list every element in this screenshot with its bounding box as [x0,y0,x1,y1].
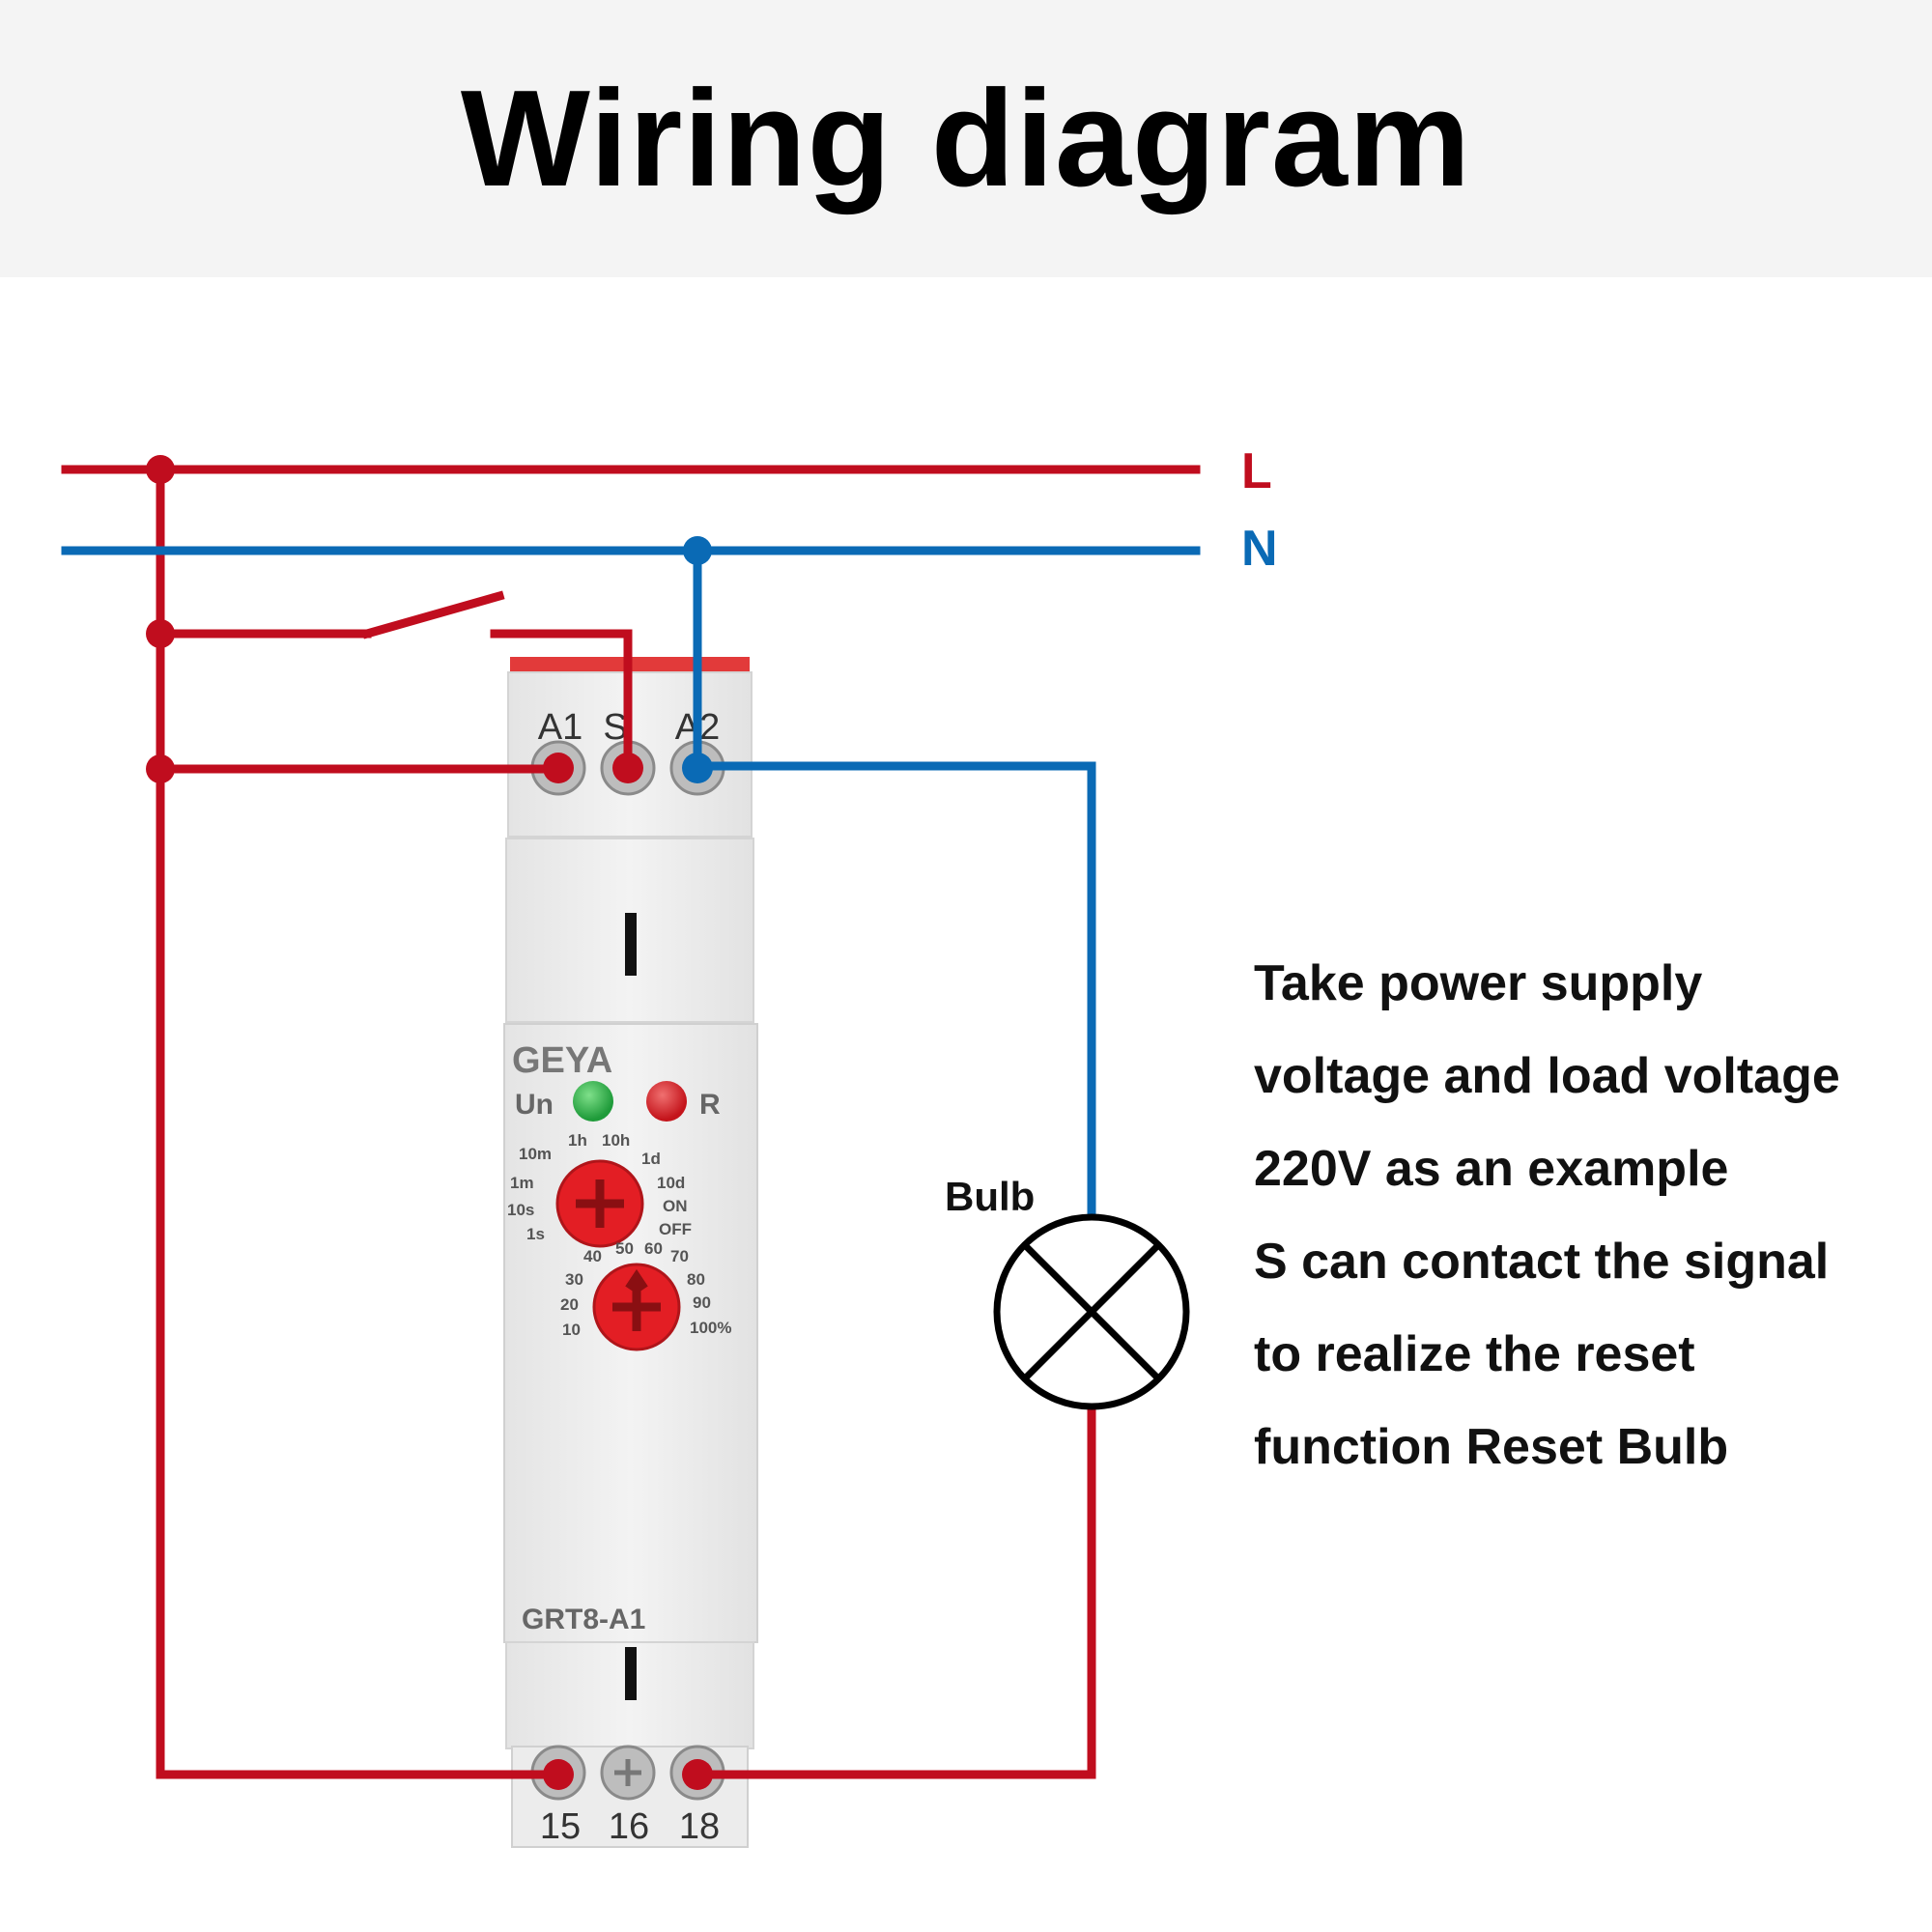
range-label-1d: 1d [641,1150,661,1168]
live-trunk-wire [156,465,563,1779]
terminal-dot-18 [682,1759,713,1790]
percent-label-60: 60 [644,1239,663,1258]
range-knob-cross-icon [576,1179,624,1228]
bulb-symbol [993,1213,1190,1410]
switch-to-s-wire [490,629,633,773]
range-label-1m: 1m [510,1174,534,1192]
percent-label-90: 90 [693,1293,711,1312]
led-green-icon [573,1081,613,1122]
percent-label-20: 20 [560,1295,579,1314]
live-line-label: L [1241,443,1272,499]
percent-label-50: 50 [615,1239,634,1258]
percent-knob-arrow-icon [612,1268,661,1331]
range-label-10s: 10s [507,1201,534,1219]
terminal-label-18: 18 [679,1806,720,1847]
range-knob: 10m 1h 10h 1d 10d ON OFF 1s 10s 1m [507,1131,692,1248]
terminal-dot-s [612,753,643,783]
page-title: Wiring diagram [460,61,1472,215]
indicator-label-r: R [699,1089,721,1121]
percent-knob: 40 50 60 70 80 90 100% 10 20 30 [560,1239,731,1351]
load-return-wire [693,1404,1096,1779]
junction-dot-neutral [683,536,712,565]
description-line-3: 220V as an example [1254,1141,1729,1197]
description-line-5: to realize the reset [1254,1326,1695,1382]
range-label-1s: 1s [526,1225,545,1243]
percent-label-80: 80 [687,1270,705,1289]
bottom-terminal-screws [530,1745,725,1801]
terminal-dot-a1 [543,753,574,783]
neutral-line-label: N [1241,521,1278,577]
junction-dots [146,455,713,1790]
live-wiring [61,465,1201,1779]
brand-logo: GEYA [512,1040,612,1081]
percent-label-70: 70 [670,1247,689,1265]
terminal-dot-a2 [682,753,713,783]
screw-16-cross [614,1759,641,1786]
header-banner: Wiring diagram [0,0,1932,277]
range-label-10h: 10h [602,1131,630,1150]
bulb-label: Bulb [945,1174,1035,1219]
model-label: GRT8-A1 [522,1604,645,1635]
percent-label-40: 40 [583,1247,602,1265]
description-line-6: function Reset Bulb [1254,1419,1729,1475]
led-red-icon [646,1081,687,1122]
junction-dot-a1-feed [146,754,175,783]
range-label-off: OFF [659,1220,692,1238]
description-line-1: Take power supply [1254,955,1703,1011]
percent-label-100: 100% [690,1319,731,1337]
indicator-label-un: Un [515,1089,554,1121]
terminal-label-s: S [603,707,627,748]
relay-slot-lower [625,1647,637,1700]
junction-dot-switch [146,619,175,648]
range-label-1h: 1h [568,1131,587,1150]
range-label-10d: 10d [657,1174,685,1192]
relay-slot-upper [625,913,637,976]
description-line-2: voltage and load voltage [1254,1048,1840,1104]
terminal-label-a1: A1 [538,707,582,748]
bulb-cross-icon [1022,1242,1161,1381]
description-text: Take power supply voltage and load volta… [1254,937,1920,1493]
terminal-label-15: 15 [540,1806,581,1847]
percent-label-30: 30 [565,1270,583,1289]
range-label-on: ON [663,1197,688,1215]
description-line-4: S can contact the signal [1254,1234,1830,1290]
terminal-dot-15 [543,1759,574,1790]
timer-relay: A1 S A2 15 16 18 GEYA Un R 10m 1h 10h 1d… [503,657,758,1848]
range-label-10m: 10m [519,1145,552,1163]
switch-lever [361,590,505,639]
a2-to-bulb-wire [693,761,1096,1222]
junction-dot-live-top [146,455,175,484]
terminal-label-16: 16 [609,1806,649,1847]
percent-label-10: 10 [562,1321,581,1339]
neutral-wiring [61,546,1201,1222]
